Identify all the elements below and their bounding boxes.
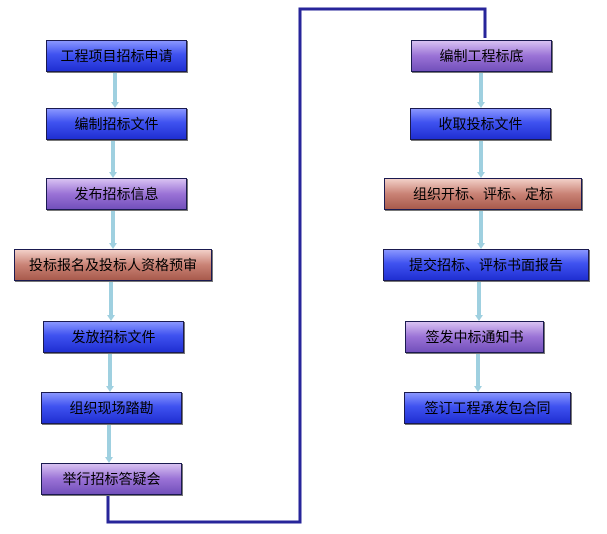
left-step-6: 组织现场踏勘 <box>41 392 182 424</box>
left-step-2-label: 编制招标文件 <box>74 117 159 133</box>
right-step-3: 组织开标、评标、定标 <box>384 178 582 210</box>
left-arrow-4 <box>107 281 115 321</box>
right-step-2: 收取投标文件 <box>410 108 551 140</box>
left-step-4: 投标报名及投标人资格预审 <box>14 249 212 281</box>
left-step-3-label: 发布招标信息 <box>74 187 159 203</box>
left-step-7: 举行招标答疑会 <box>41 463 182 495</box>
left-arrow-5 <box>106 353 114 392</box>
right-step-2-label: 收取投标文件 <box>438 117 523 133</box>
left-step-3: 发布招标信息 <box>46 178 187 210</box>
right-step-3-label: 组织开标、评标、定标 <box>413 187 553 203</box>
right-step-6-label: 签订工程承发包合同 <box>424 401 551 417</box>
right-arrow-1 <box>477 72 485 108</box>
right-arrow-3 <box>477 210 485 249</box>
right-step-4-label: 提交招标、评标书面报告 <box>409 258 563 274</box>
right-step-1: 编制工程标底 <box>411 40 552 72</box>
return-connector-line <box>106 7 487 524</box>
left-step-6-label: 组织现场踏勘 <box>69 401 154 417</box>
right-step-4: 提交招标、评标书面报告 <box>383 249 589 281</box>
right-step-5-label: 签发中标通知书 <box>425 330 524 346</box>
right-step-6: 签订工程承发包合同 <box>404 392 571 424</box>
right-arrow-2 <box>477 140 485 178</box>
left-step-1-label: 工程项目招标申请 <box>60 49 173 65</box>
left-arrow-2 <box>109 140 117 178</box>
right-step-1-label: 编制工程标底 <box>439 49 524 65</box>
right-arrow-4 <box>475 281 483 321</box>
left-step-7-label: 举行招标答疑会 <box>62 472 161 488</box>
left-step-4-label: 投标报名及投标人资格预审 <box>29 258 197 274</box>
flow-arrows <box>105 72 485 463</box>
right-arrow-5 <box>474 353 482 392</box>
left-step-1: 工程项目招标申请 <box>46 40 187 72</box>
left-step-5: 发放招标文件 <box>43 321 184 353</box>
left-arrow-6 <box>105 424 113 463</box>
left-step-2: 编制招标文件 <box>46 108 187 140</box>
left-step-5-label: 发放招标文件 <box>71 330 156 346</box>
left-arrow-1 <box>111 72 119 108</box>
left-arrow-3 <box>109 210 117 249</box>
right-step-5: 签发中标通知书 <box>405 321 544 353</box>
